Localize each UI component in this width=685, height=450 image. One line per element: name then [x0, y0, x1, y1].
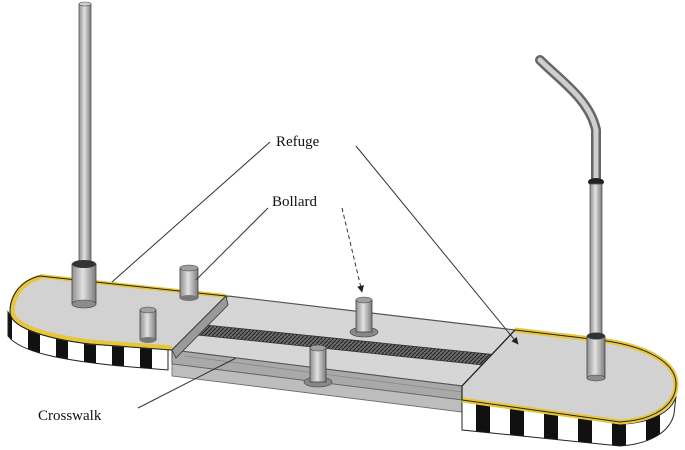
- crosswalk-leader: [137, 357, 237, 409]
- refuge-leader-left: [111, 141, 271, 283]
- right-refuge-island: [461, 327, 679, 447]
- bollard-left-lower: [139, 306, 157, 343]
- bollard-leader-right: [341, 207, 364, 293]
- label-refuge: Refuge: [276, 134, 320, 150]
- left-light-pole: [71, 1, 97, 309]
- refuge-leader-right: [355, 145, 519, 345]
- right-light-pole: [535, 55, 606, 382]
- label-crosswalk: Crosswalk: [38, 408, 102, 424]
- leader-lines: [111, 141, 519, 409]
- label-bollard: Bollard: [272, 194, 317, 210]
- bollard-leader-left: [195, 207, 269, 281]
- bollard-crosswalk-far: [349, 296, 379, 338]
- bollard-left-upper: [179, 264, 199, 301]
- bollard-crosswalk-near: [303, 344, 333, 388]
